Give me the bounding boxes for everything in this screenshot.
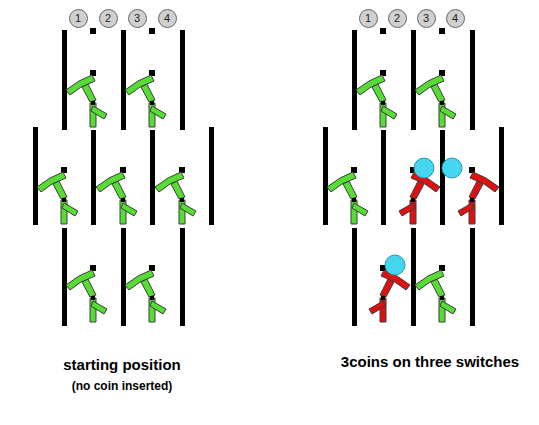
column-number: 1	[75, 13, 81, 24]
caption-text: starting position	[63, 356, 181, 373]
column-number: 2	[105, 13, 111, 24]
number-circle: 2	[99, 9, 118, 28]
number-circle: 3	[128, 9, 147, 28]
column-number: 3	[134, 13, 140, 24]
column-number: 2	[394, 13, 400, 24]
caption-text: 3coins on three switches	[341, 353, 519, 370]
number-circle: 4	[158, 9, 177, 28]
column-number: 4	[452, 13, 458, 24]
number-circle: 4	[446, 9, 465, 28]
column-number: 1	[365, 13, 371, 24]
number-circle: 1	[359, 9, 378, 28]
number-circle: 2	[388, 9, 407, 28]
column-number: 3	[423, 13, 429, 24]
number-circle: 3	[417, 9, 436, 28]
column-number: 4	[164, 13, 170, 24]
caption-text: (no coin inserted)	[72, 379, 173, 393]
number-circle: 1	[69, 9, 88, 28]
